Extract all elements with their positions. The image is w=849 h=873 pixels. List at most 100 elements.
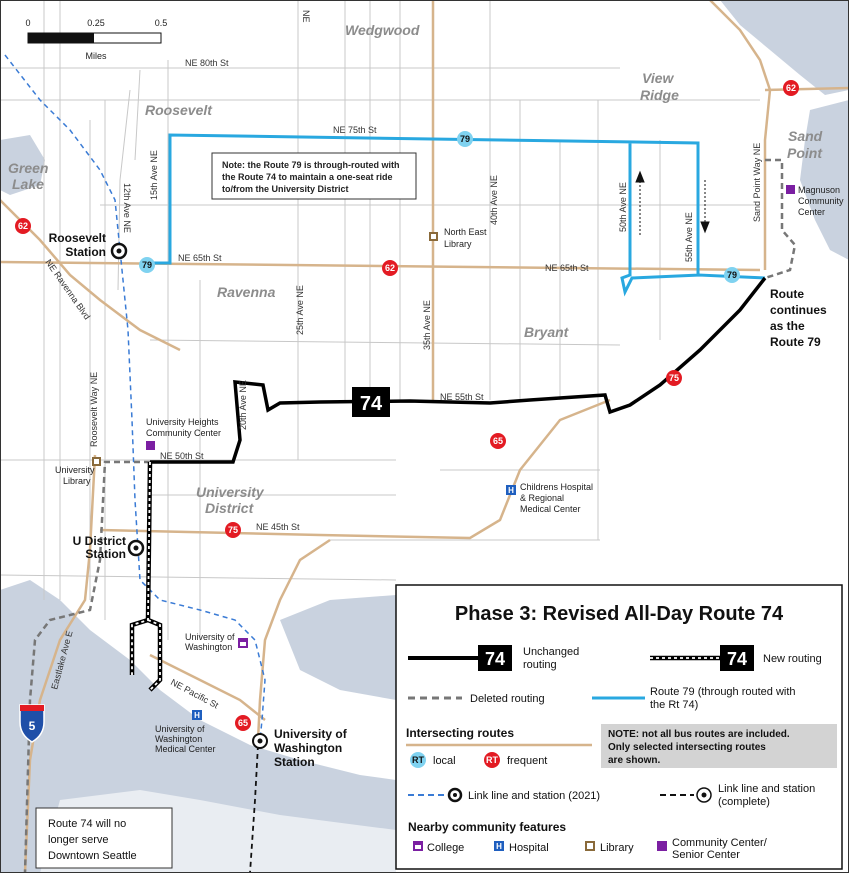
route-74-line [150, 276, 767, 464]
downtown-note-3: Downtown Seattle [48, 850, 137, 862]
link-line-2021 [4, 54, 266, 741]
legend-nearby: Nearby community features [408, 820, 566, 834]
street-ravenna-blvd: NE Ravenna Blvd [43, 257, 92, 321]
legend-r79-2: the Rt 74) [650, 699, 698, 711]
legend-frequent-badge: RT [486, 755, 498, 765]
legend-new-routing: New routing [763, 653, 822, 665]
route-continues-2: continues [770, 303, 827, 317]
neighborhood-lake: Lake [12, 176, 44, 192]
svg-text:65: 65 [493, 436, 503, 446]
route-79-badge: 79 [457, 131, 473, 147]
legend-hospital: Hospital [509, 842, 549, 854]
scale-unit: Miles [85, 51, 107, 61]
link-line-complete [249, 744, 259, 873]
deleted-routing [23, 158, 797, 873]
neighborhood-wedgwood: Wedgwood [345, 22, 420, 38]
childrens-label-2: & Regional [520, 493, 564, 503]
direction-arrows [635, 170, 710, 235]
downtown-note-1: Route 74 will no [48, 818, 126, 830]
u-district-station-label-1: U District [73, 534, 126, 548]
uw-station-label-3: Station [274, 755, 315, 769]
street-25th-ave: 25th Ave NE [295, 285, 305, 335]
legend-link-complete-2: (complete) [718, 796, 770, 808]
street-ne-45th: NE 45th St [256, 522, 300, 532]
street-ne-55th: NE 55th St [440, 392, 484, 402]
svg-text:74: 74 [360, 393, 383, 415]
uwmc-label-3: Medical Center [155, 744, 216, 754]
uh-cc-label-1: University Heights [146, 417, 219, 427]
uwmc-label-1: University of [155, 724, 205, 734]
childrens-label-3: Medical Center [520, 504, 581, 514]
street-ne-65th-west: NE 65th St [178, 253, 222, 263]
street-35th-ave: 35th Ave NE [422, 300, 432, 350]
route-continues-1: Route [770, 287, 804, 301]
note-line-1: Note: the Route 79 is through-routed wit… [222, 160, 400, 170]
legend-link-2021: Link line and station (2021) [468, 790, 600, 802]
svg-text:75: 75 [228, 525, 238, 535]
uw-station-label-1: University of [274, 727, 348, 741]
svg-text:62: 62 [18, 221, 28, 231]
street-sand-point-way: Sand Point Way NE [752, 143, 762, 222]
route-79-badge: 79 [724, 267, 740, 283]
neighborhood-green: Green [8, 160, 48, 176]
roosevelt-station-label-2: Station [65, 245, 106, 259]
street-55th-ave: 55th Ave NE [684, 212, 694, 262]
street-ne-80th: NE 80th St [185, 58, 229, 68]
neighborhood-ravenna: Ravenna [217, 284, 276, 300]
legend-r79-1: Route 79 (through routed with [650, 686, 796, 698]
street-ne-top: NE [301, 10, 311, 23]
uw-label-2: Washington [185, 642, 232, 652]
neighborhood-district: District [205, 500, 255, 516]
svg-text:65: 65 [238, 718, 248, 728]
roosevelt-station-icon [110, 242, 128, 260]
legend-unchanged-1: Unchanged [523, 646, 579, 658]
street-roosevelt-way: Roosevelt Way NE [89, 372, 99, 447]
svg-text:H: H [496, 842, 502, 851]
legend-link-complete-1: Link line and station [718, 783, 815, 795]
legend-intersecting: Intersecting routes [406, 726, 514, 740]
library-icon [92, 457, 101, 466]
hospital-icon: H [506, 485, 516, 495]
neighborhood-point: Point [787, 145, 823, 161]
community-center-icon [786, 185, 795, 194]
scale-tick-0: 0 [25, 18, 30, 28]
street-12th-ave: 12th Ave NE [122, 183, 132, 233]
legend-library-icon [585, 841, 595, 851]
legend-local: local [433, 755, 456, 767]
svg-text:79: 79 [727, 270, 737, 280]
legend-cc-1: Community Center/ [672, 837, 768, 849]
neighborhood-bryant: Bryant [524, 324, 570, 340]
route-79-line [148, 133, 766, 297]
neighborhood-roosevelt: Roosevelt [145, 102, 213, 118]
route-continues-4: Route 79 [770, 335, 821, 349]
neighborhood-sand: Sand [788, 128, 823, 144]
u-library-label-2: Library [63, 476, 91, 486]
legend-college: College [427, 842, 464, 854]
u-district-station-label-2: Station [85, 547, 126, 561]
neighborhood-view: View [642, 70, 674, 86]
library-icon [429, 232, 438, 241]
uw-station-icon [252, 733, 268, 749]
legend-note-1: NOTE: not all bus routes are included. [608, 729, 790, 740]
legend-community-center-icon [657, 841, 667, 851]
legend-hospital-icon: H [494, 841, 504, 851]
note-box: Note: the Route 79 is through-routed wit… [211, 152, 417, 200]
college-icon [238, 638, 248, 648]
svg-text:H: H [194, 711, 200, 720]
magnuson-label-3: Center [798, 207, 825, 217]
legend-unchanged-2: routing [523, 659, 557, 671]
route-65-badge: 65 [490, 433, 506, 449]
u-district-station-icon [127, 539, 145, 557]
legend-college-icon [413, 841, 423, 851]
legend: Phase 3: Revised All-Day Route 74 74 Unc… [395, 584, 843, 870]
street-50th-ave: 50th Ave NE [618, 182, 628, 232]
route-75-badge: 75 [666, 370, 682, 386]
svg-text:H: H [508, 486, 514, 495]
u-library-label-1: University [55, 465, 95, 475]
scale-bar: 0 0.25 0.5 Miles [25, 18, 167, 61]
legend-title: Phase 3: Revised All-Day Route 74 [455, 603, 784, 625]
svg-text:62: 62 [385, 263, 395, 273]
ne-library-label-2: Library [444, 239, 472, 249]
